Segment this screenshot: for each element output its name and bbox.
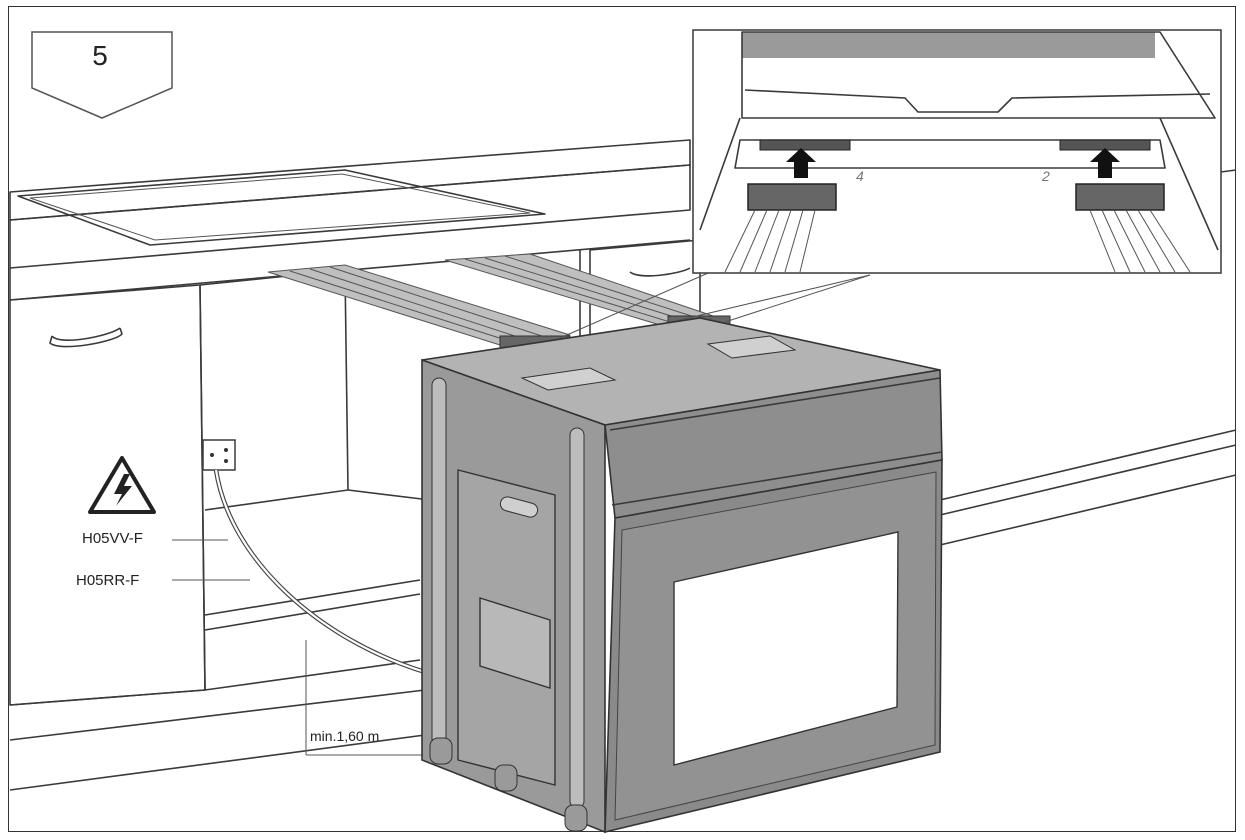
min-height-label: min.1,60 m	[310, 728, 380, 744]
hob	[17, 169, 546, 246]
label-leaders	[172, 539, 250, 581]
floor-lines	[9, 689, 426, 791]
oven	[421, 317, 943, 834]
power-cable	[213, 469, 426, 675]
electric-hazard-warning-icon	[88, 456, 156, 514]
connector-left-number: 4	[856, 168, 864, 184]
height-dimension	[305, 640, 422, 756]
left-cabinet	[9, 269, 346, 706]
wall-socket	[202, 439, 236, 471]
step-number: 5	[92, 40, 108, 71]
diagram-frame	[8, 6, 1236, 832]
step-badge	[31, 31, 173, 119]
cable-type-label-h05rr: H05RR-F	[76, 572, 140, 589]
connector-detail-inset	[692, 29, 1222, 274]
flat-cables	[267, 253, 731, 349]
cable-type-label-h05vv: H05VV-F	[82, 530, 143, 547]
connector-right-number: 2	[1042, 168, 1050, 184]
